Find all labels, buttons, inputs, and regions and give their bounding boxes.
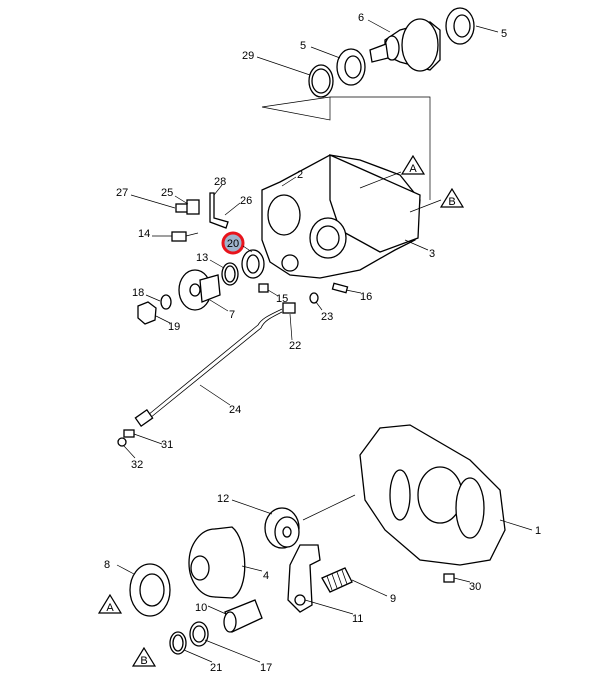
part-8-bearing	[129, 563, 171, 617]
callout-10: 10	[195, 602, 207, 614]
part-4-drum	[188, 526, 246, 599]
reference-triangle-a-top: A	[400, 154, 426, 175]
part-13-ring	[221, 262, 239, 286]
callout-17: 17	[260, 662, 272, 674]
part-14-bolt	[171, 231, 199, 242]
reference-triangle-b-bottom: B	[131, 646, 157, 667]
callout-19: 19	[168, 321, 180, 333]
part-31-32-clips	[117, 429, 135, 447]
callout-1: 1	[535, 525, 541, 537]
part-5-bearing-right	[445, 7, 475, 45]
callout-9: 9	[390, 593, 396, 605]
part-10-shaft	[223, 599, 263, 633]
part-21-ring	[169, 631, 187, 655]
callout-4: 4	[263, 570, 269, 582]
callout-28: 28	[214, 176, 226, 188]
part-22-fitting	[282, 302, 296, 314]
part-2-housing	[261, 153, 421, 279]
callout-11: 11	[352, 613, 363, 625]
part-23-clip	[309, 292, 319, 304]
callout-B: B	[140, 655, 147, 667]
part-12-gear	[264, 507, 300, 549]
callout-26: 26	[240, 195, 252, 207]
leader-lines	[116, 19, 533, 663]
callout-A: A	[106, 602, 114, 614]
reference-triangle-b-top: B	[439, 187, 465, 208]
part-30-plug	[443, 573, 455, 583]
callout-5: 5	[501, 28, 507, 40]
part-11-fork	[287, 544, 321, 613]
part-17-ring	[189, 621, 209, 647]
callout-21: 21	[210, 662, 222, 674]
callout-23: 23	[321, 311, 333, 323]
part-29-ring	[308, 64, 334, 98]
part-19-nut	[137, 301, 157, 325]
callout-B: B	[448, 196, 455, 208]
part-7-flange	[178, 269, 221, 311]
highlighted-callout-20[interactable]: 20	[221, 231, 245, 255]
callout-18: 18	[132, 287, 144, 299]
callout-22: 22	[289, 340, 301, 352]
callout-30: 30	[469, 581, 481, 593]
callout-6: 6	[358, 12, 364, 24]
part-16-pin	[331, 282, 349, 294]
callout-2: 2	[297, 169, 303, 181]
part-5-bearing-left	[336, 48, 366, 86]
part-24-cable	[134, 308, 283, 428]
callout-7: 7	[229, 309, 235, 321]
part-15-plug	[258, 283, 269, 293]
part-20-seal	[241, 249, 265, 279]
callout-A: A	[409, 163, 417, 175]
callout-15: 15	[276, 293, 288, 305]
callout-14: 14	[138, 228, 150, 240]
part-25-27-28-26-bracket	[175, 192, 229, 229]
callout-25: 25	[161, 187, 173, 199]
callout-3: 3	[429, 248, 435, 260]
callout-20[interactable]: 20	[227, 238, 239, 250]
callout-27: 27	[116, 187, 128, 199]
reference-triangle-a-bottom: A	[97, 593, 123, 614]
callout-5: 5	[300, 40, 306, 52]
callout-29: 29	[242, 50, 254, 62]
callout-24: 24	[229, 404, 241, 416]
part-1-case	[359, 424, 506, 566]
callout-32: 32	[131, 459, 143, 471]
assembly-bracket-line	[261, 96, 431, 200]
callout-8: 8	[104, 559, 110, 571]
part-9-spring	[321, 567, 353, 593]
callout-16: 16	[360, 291, 372, 303]
part-18-washer	[160, 294, 172, 310]
callout-12: 12	[217, 493, 229, 505]
callout-13: 13	[196, 252, 208, 264]
callout-labels: 6 5 5 29 2 27 25 28 26 14 3 13 18 7 19 1…	[104, 12, 541, 674]
part-6-housing	[369, 18, 441, 72]
callout-31: 31	[161, 439, 173, 451]
